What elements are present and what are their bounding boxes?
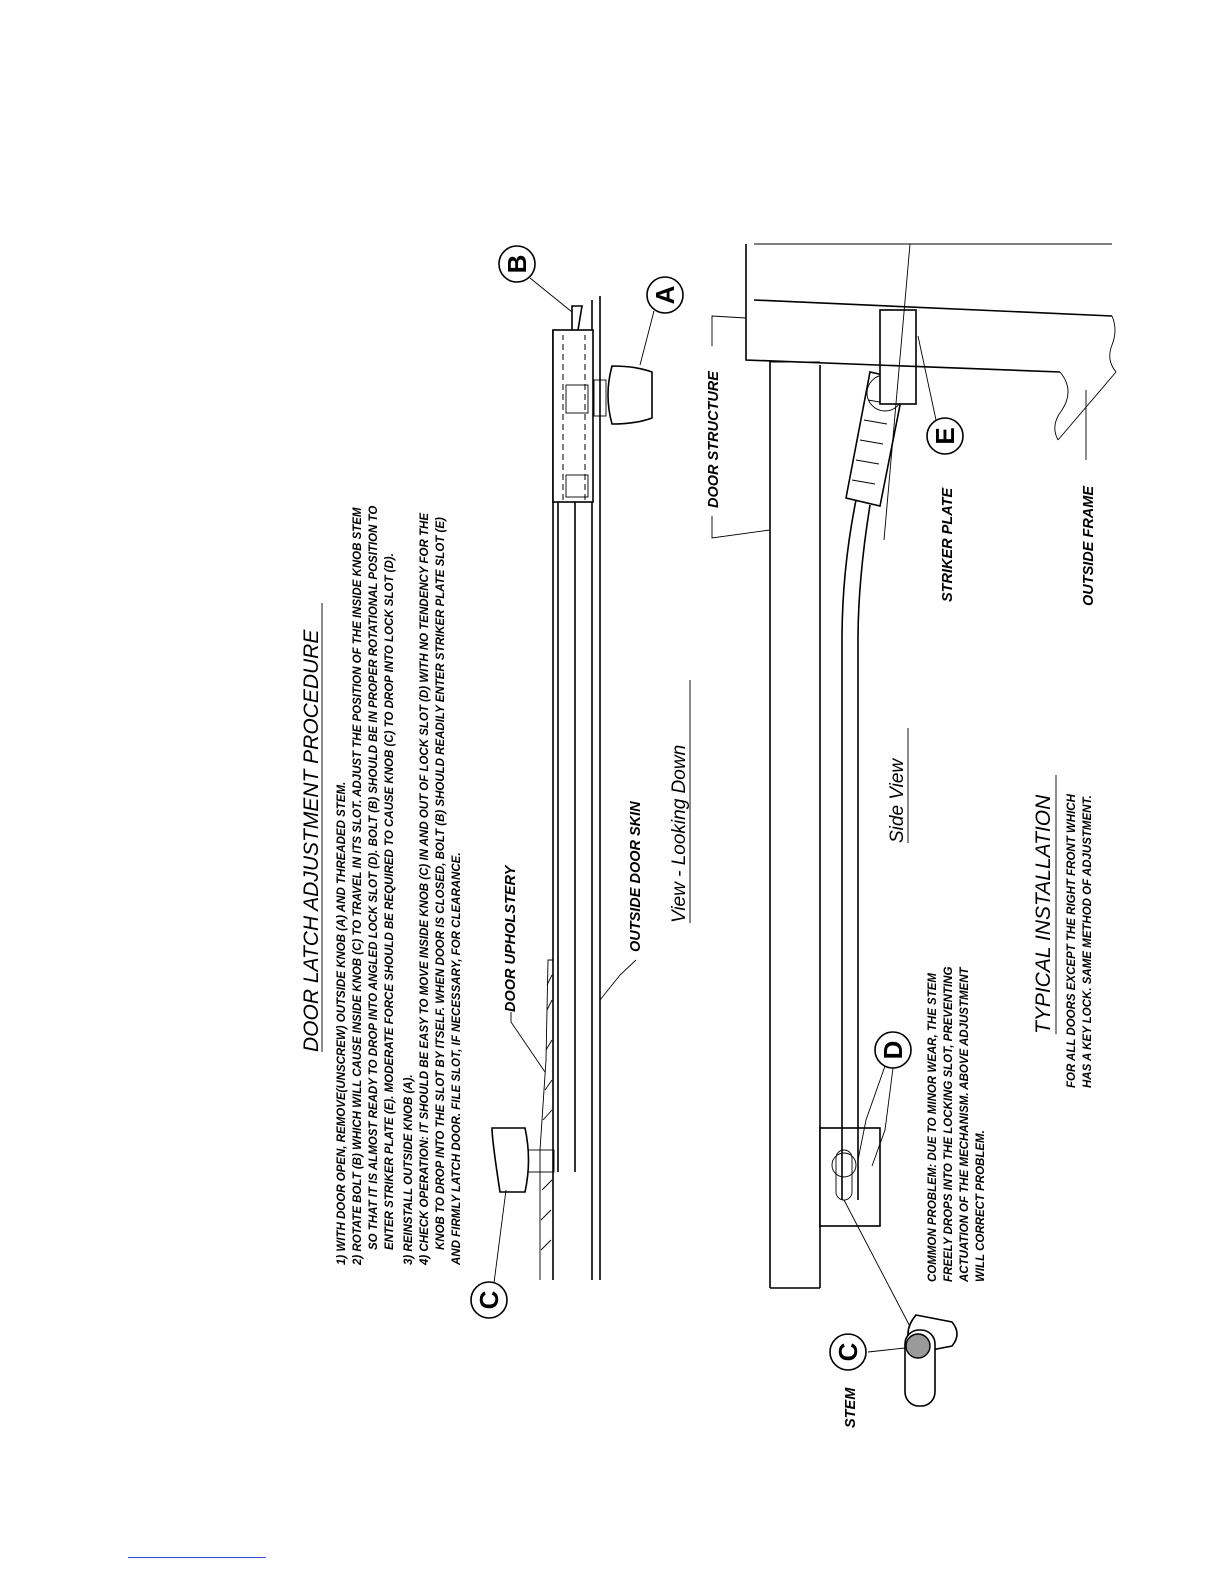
footer-rule bbox=[128, 1557, 266, 1558]
inside-knob-c bbox=[491, 1127, 530, 1193]
lock-slot-plate bbox=[819, 1127, 881, 1227]
procedure-steps: 1) WITH DOOR OPEN, REMOVE(UNSCREW) OUTSI… bbox=[336, 506, 463, 1266]
side-view-drawing bbox=[745, 243, 1117, 1289]
stem-label: STEM bbox=[843, 1387, 859, 1428]
upholstery-hatching bbox=[540, 974, 553, 1251]
callout-e-letter: E bbox=[930, 427, 960, 444]
door-structure-leader bbox=[711, 516, 771, 539]
step-line: 1) WITH DOOR OPEN, REMOVE(UNSCREW) OUTSI… bbox=[336, 782, 348, 1265]
callout-a-leader bbox=[639, 310, 655, 366]
striker-plate-e bbox=[879, 309, 917, 405]
callout-d-leader bbox=[871, 1067, 894, 1167]
side-view-title: Side View bbox=[887, 758, 908, 843]
outside-knob-a bbox=[607, 365, 653, 425]
threaded-stem bbox=[593, 379, 607, 417]
callout-a bbox=[646, 276, 684, 314]
stem-cross-section bbox=[905, 1333, 931, 1359]
typical-line: FOR ALL DOORS EXCEPT THE RIGHT FRONT WHI… bbox=[1066, 793, 1078, 1088]
common-problem-line: COMMON PROBLEM: DUE TO MINOR WEAR, THE S… bbox=[927, 973, 939, 1282]
typical-installation: TYPICAL INSTALLATION FOR ALL DOORS EXCEP… bbox=[1032, 775, 1094, 1088]
outside-frame-inner bbox=[745, 244, 1061, 373]
latch-housing bbox=[552, 329, 594, 503]
latch-rod bbox=[841, 499, 857, 1200]
outside-frame-break bbox=[1054, 371, 1069, 441]
center-line bbox=[883, 243, 911, 541]
latch-rod bbox=[857, 504, 871, 1200]
outside-frame-break bbox=[1109, 315, 1117, 373]
typical-heading: TYPICAL INSTALLATION bbox=[1032, 794, 1055, 1034]
striker-plate-label: STRIKER PLATE bbox=[940, 487, 956, 602]
step-line: ENTER STRIKER PLATE (E). MODERATE FORCE … bbox=[384, 553, 396, 1250]
top-view-drawing bbox=[491, 296, 653, 1280]
outside-frame-edge bbox=[753, 299, 1113, 317]
callout-b bbox=[498, 245, 536, 283]
upholstery-leader bbox=[510, 1012, 546, 1073]
skin-leader bbox=[599, 959, 637, 1001]
common-problem-line: WILL CORRECT PROBLEM. bbox=[975, 1130, 987, 1282]
step-line: 2) ROTATE BOLT (B) WHICH WILL CAUSE INSI… bbox=[352, 507, 364, 1266]
thread-block bbox=[565, 384, 589, 414]
procedure-title-group: DOOR LATCH ADJUSTMENT PROCEDURE bbox=[300, 603, 323, 1052]
callout-b-letter: B bbox=[502, 255, 532, 274]
callout-c-top-leader bbox=[493, 1189, 507, 1284]
callout-e bbox=[926, 417, 964, 455]
callout-e-leader bbox=[917, 335, 937, 421]
step-line: SO THAT IT IS ALMOST READY TO DROP INTO … bbox=[368, 506, 380, 1250]
lock-slot-stem bbox=[831, 1152, 857, 1178]
nut-block bbox=[565, 474, 589, 498]
outside-frame-end bbox=[1057, 371, 1117, 441]
door-upholstery-label: DOOR UPHOLSTERY bbox=[503, 864, 519, 1012]
callout-a-letter: A bbox=[650, 285, 680, 304]
common-problem-line: FREELY DROPS INTO THE LOCKING SLOT, PREV… bbox=[943, 967, 955, 1282]
callout-c-top-letter: C bbox=[474, 1290, 504, 1309]
top-view-annotations: DOOR UPHOLSTERY OUTSIDE DOOR SKIN B A C … bbox=[470, 245, 691, 1319]
callout-b-leader bbox=[529, 277, 573, 313]
procedure-title: DOOR LATCH ADJUSTMENT PROCEDURE bbox=[300, 629, 323, 1052]
side-view-annotations: DOOR STRUCTURE STRIKER PLATE E OUTSIDE F… bbox=[706, 315, 1097, 1428]
common-problem-line: ACTUATION OF THE MECHANISM. ABOVE ADJUST… bbox=[959, 966, 971, 1283]
step-line: 3) REINSTALL OUTSIDE KNOB (A). bbox=[403, 1074, 415, 1265]
callout-d-leader bbox=[857, 1065, 886, 1161]
view-looking-down-title: View - Looking Down bbox=[669, 745, 690, 923]
common-problem-note: COMMON PROBLEM: DUE TO MINOR WEAR, THE S… bbox=[927, 966, 987, 1283]
callout-c-stem-letter: C bbox=[833, 1342, 863, 1361]
outside-door-skin-label: OUTSIDE DOOR SKIN bbox=[628, 801, 644, 952]
door-structure-leader-top bbox=[711, 315, 747, 346]
bolt-b-tip bbox=[571, 305, 583, 331]
typical-line: HAS A KEY LOCK. SAME METHOD OF ADJUSTMEN… bbox=[1082, 795, 1094, 1088]
callout-c-stem bbox=[829, 1333, 867, 1371]
callout-c-top bbox=[470, 1281, 508, 1319]
step-line: KNOB TO DROP INTO THE SLOT BY ITSELF. WH… bbox=[435, 517, 447, 1250]
step-line: 4) CHECK OPERATION: IT SHOULD BE EASY TO… bbox=[419, 513, 431, 1266]
upholstery-band bbox=[539, 959, 553, 1280]
callout-d-letter: D bbox=[878, 1041, 908, 1060]
outside-frame-label: OUTSIDE FRAME bbox=[1081, 485, 1097, 606]
stem-detail-leader bbox=[843, 1199, 917, 1339]
step-line: AND FIRMLY LATCH DOOR. FILE SLOT, IF NEC… bbox=[451, 852, 463, 1266]
door-structure-label: DOOR STRUCTURE bbox=[706, 370, 722, 508]
stem-c-leader bbox=[867, 1347, 906, 1353]
